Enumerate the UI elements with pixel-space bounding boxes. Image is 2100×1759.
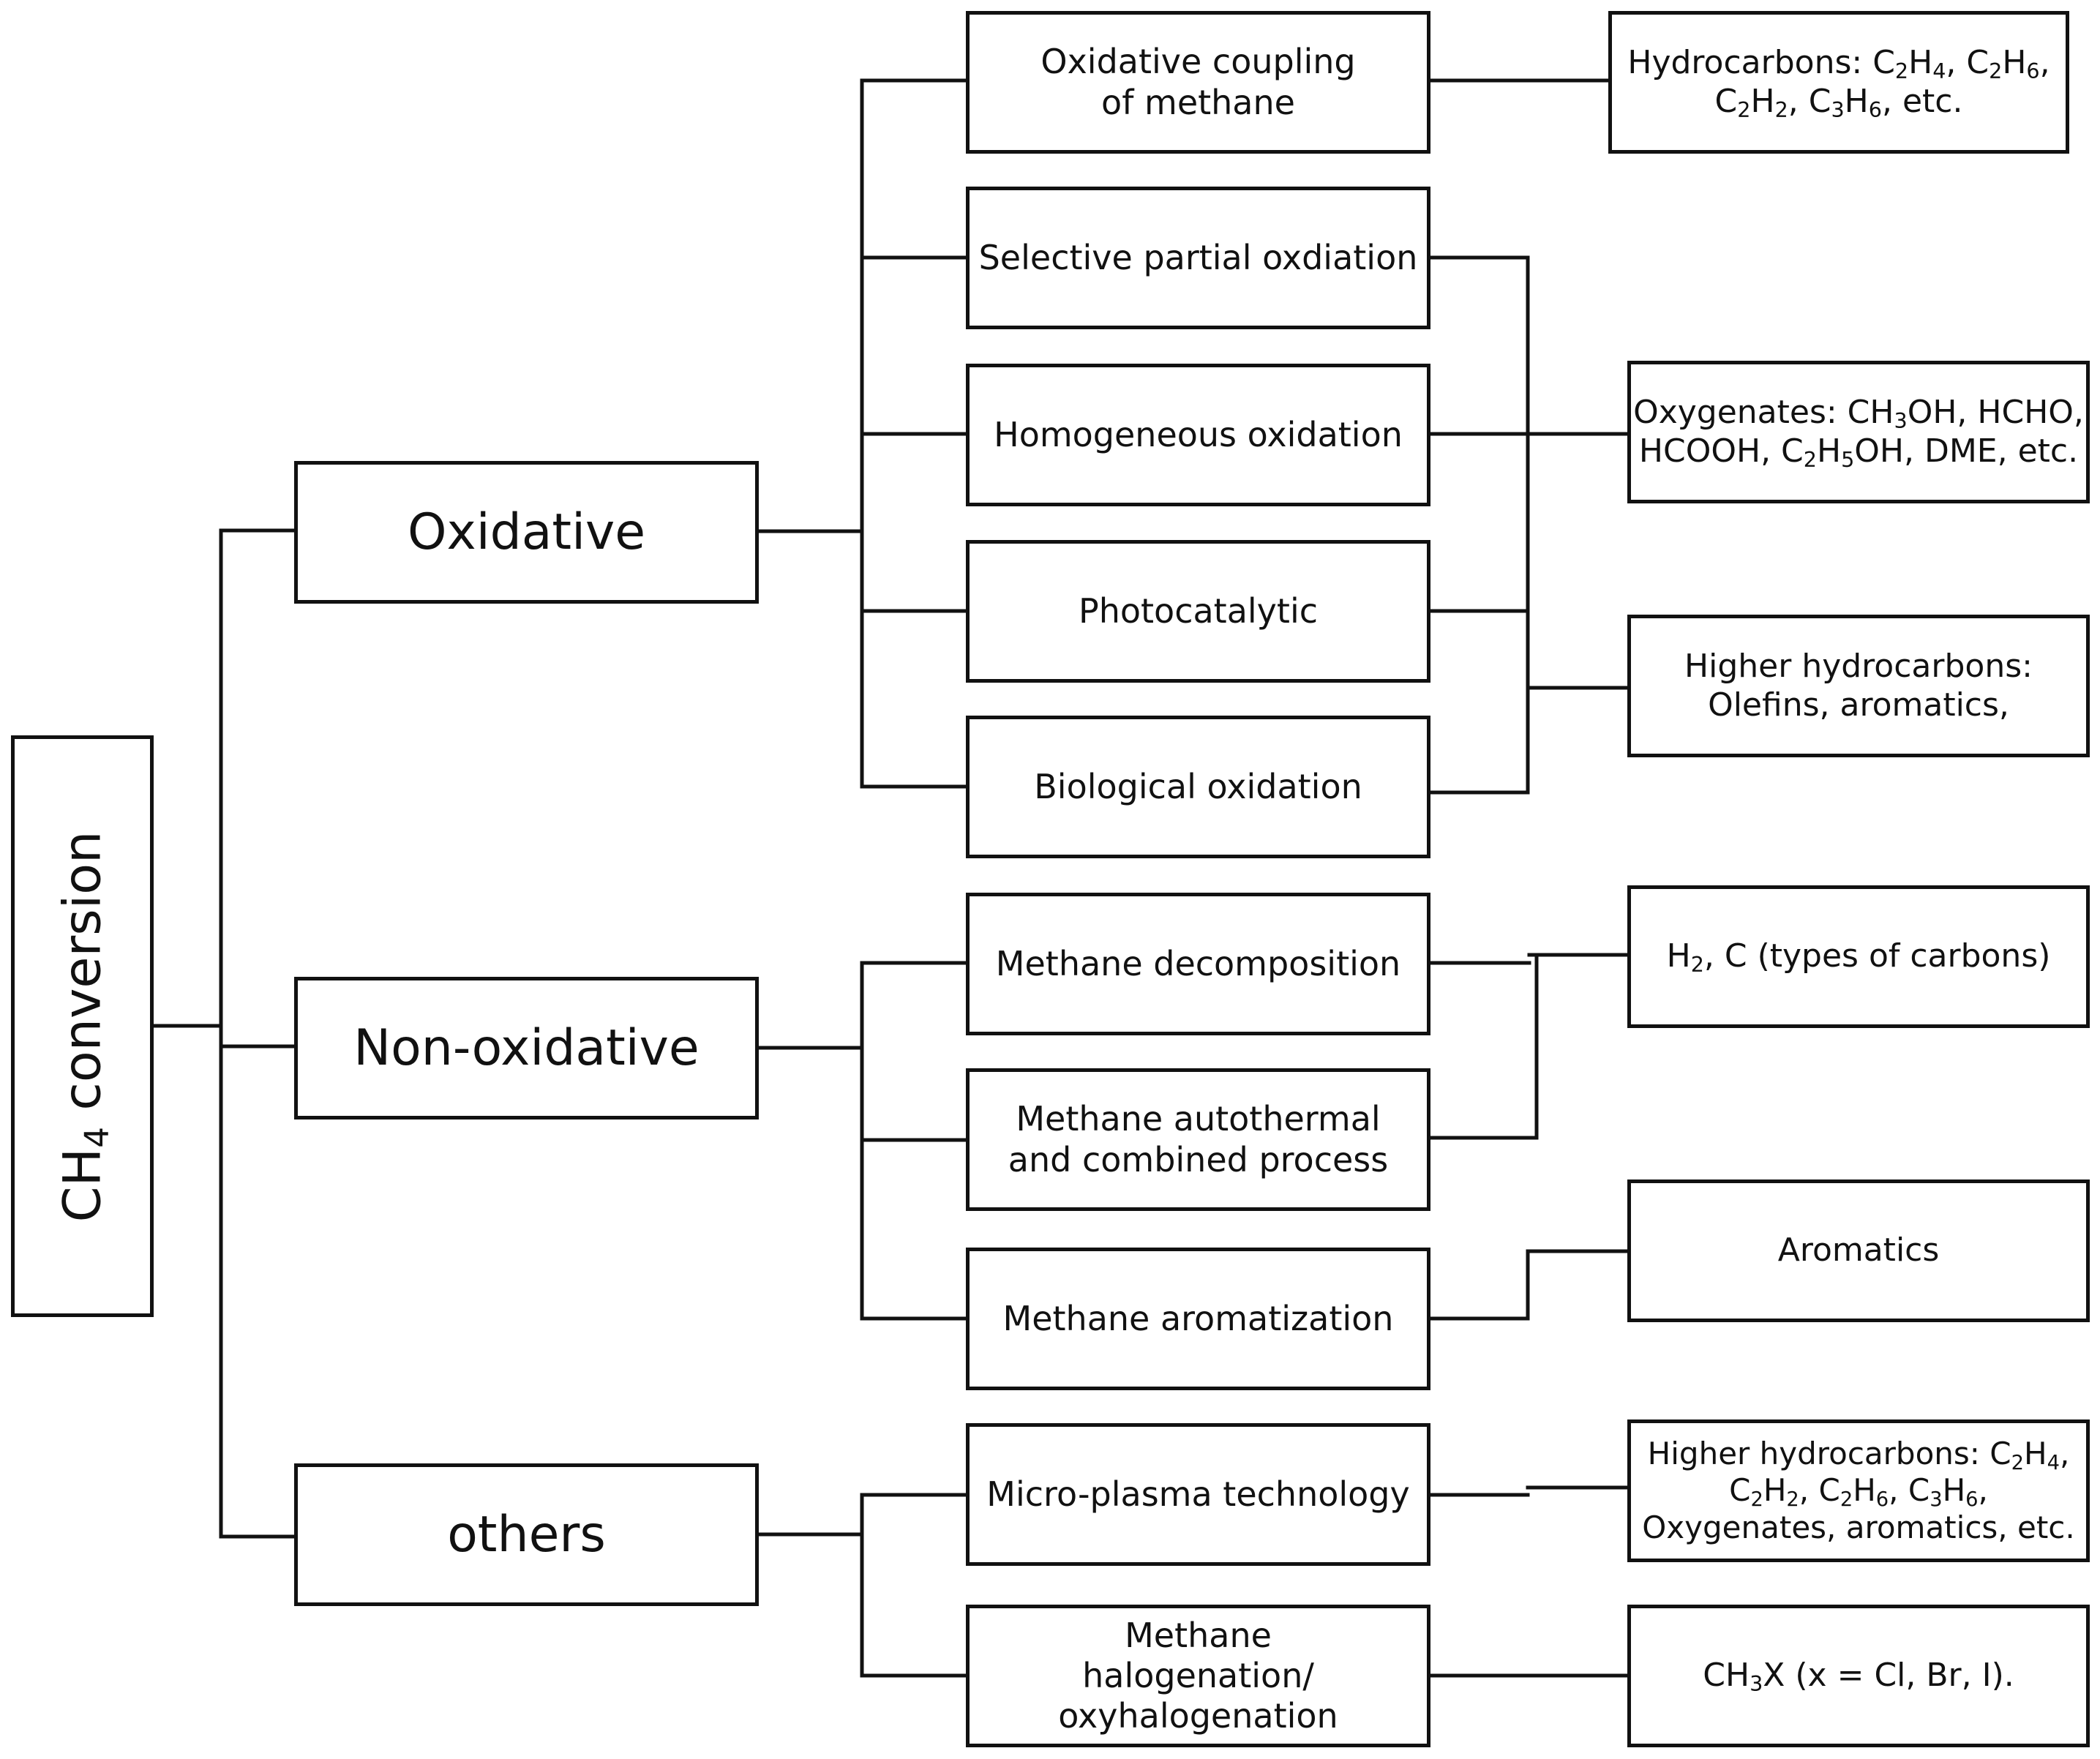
method-label: Methane decomposition (995, 943, 1401, 983)
category-non-oxidative: Non-oxidative (294, 977, 759, 1119)
root-label: CH4 conversion (52, 830, 116, 1222)
root-ch4-conversion: CH4 conversion (11, 735, 154, 1317)
product-label: Oxygenates: CH3OH, HCHO, HCOOH, C2H5OH, … (1633, 393, 2084, 472)
oxidation-methods-to-products-connector (1428, 255, 1630, 795)
product-ch3x: CH3X (x = Cl, Br, I). (1627, 1605, 2090, 1747)
product-label: Hydrocarbons: C2H4, C2H6, C2H2, C3H6, et… (1627, 43, 2050, 122)
product-h2-carbon: H2, C (types of carbons) (1627, 885, 2090, 1028)
product-higher-hydrocarbons: Higher hydrocarbons: Olefins, aromatics, (1627, 615, 2090, 757)
method-selective-partial-oxidation: Selective partial oxdiation (966, 187, 1430, 329)
category-oxidative: Oxidative (294, 461, 759, 604)
plasma-to-products-connector (1428, 1485, 1630, 1497)
category-others: others (294, 1463, 759, 1606)
method-homogeneous-oxidation: Homogeneous oxidation (966, 364, 1430, 506)
root-to-category-connector (151, 528, 296, 1539)
method-biological-oxidation: Biological oxidation (966, 716, 1430, 858)
method-label: Micro-plasma technology (986, 1474, 1410, 1514)
others-to-methods-connector (757, 1493, 968, 1678)
oxidative-to-methods-connector (757, 78, 968, 789)
category-label: Oxidative (407, 503, 646, 561)
non-oxidative-to-methods-connector (757, 961, 968, 1321)
category-label: Non-oxidative (353, 1019, 700, 1077)
category-label: others (447, 1505, 606, 1564)
product-label: Aromatics (1777, 1231, 1940, 1269)
method-methane-aromatization: Methane aromatization (966, 1248, 1430, 1390)
method-label: Homogeneous oxidation (994, 414, 1403, 454)
product-oxygenates: Oxygenates: CH3OH, HCHO, HCOOH, C2H5OH, … (1627, 361, 2090, 503)
method-label: Oxidative coupling of methane (1040, 42, 1356, 122)
product-label: H2, C (types of carbons) (1666, 937, 2051, 978)
product-label: CH3X (x = Cl, Br, I). (1703, 1657, 2014, 1697)
aromatization-to-aromatics-connector (1428, 1249, 1630, 1321)
decomposition-to-h2c-connector (1428, 953, 1630, 1140)
method-methane-decomposition: Methane decomposition (966, 893, 1430, 1035)
method-label: Methane autothermal and combined process (1008, 1099, 1389, 1179)
method-photocatalytic: Photocatalytic (966, 540, 1430, 683)
method-label: Selective partial oxdiation (978, 237, 1418, 277)
product-hydrocarbons: Hydrocarbons: C2H4, C2H6, C2H2, C3H6, et… (1608, 11, 2069, 154)
method-label: Methane aromatization (1002, 1298, 1394, 1338)
method-label: Photocatalytic (1078, 590, 1319, 631)
product-label: Higher hydrocarbons: Olefins, aromatics, (1684, 647, 2033, 724)
method-halogenation: Methane halogenation/ oxyhalogenation (966, 1605, 1430, 1747)
product-aromatics: Aromatics (1627, 1179, 2090, 1322)
method-micro-plasma: Micro-plasma technology (966, 1423, 1430, 1566)
product-label: Higher hydrocarbons: C2H4, C2H2, C2H6, C… (1642, 1435, 2075, 1545)
method-oxidative-coupling: Oxidative coupling of methane (966, 11, 1430, 154)
method-label: Biological oxidation (1034, 766, 1362, 806)
method-label: Methane halogenation/ oxyhalogenation (1058, 1615, 1338, 1736)
method-autothermal-combined: Methane autothermal and combined process (966, 1068, 1430, 1211)
product-plasma-products: Higher hydrocarbons: C2H4, C2H2, C2H6, C… (1627, 1419, 2090, 1562)
